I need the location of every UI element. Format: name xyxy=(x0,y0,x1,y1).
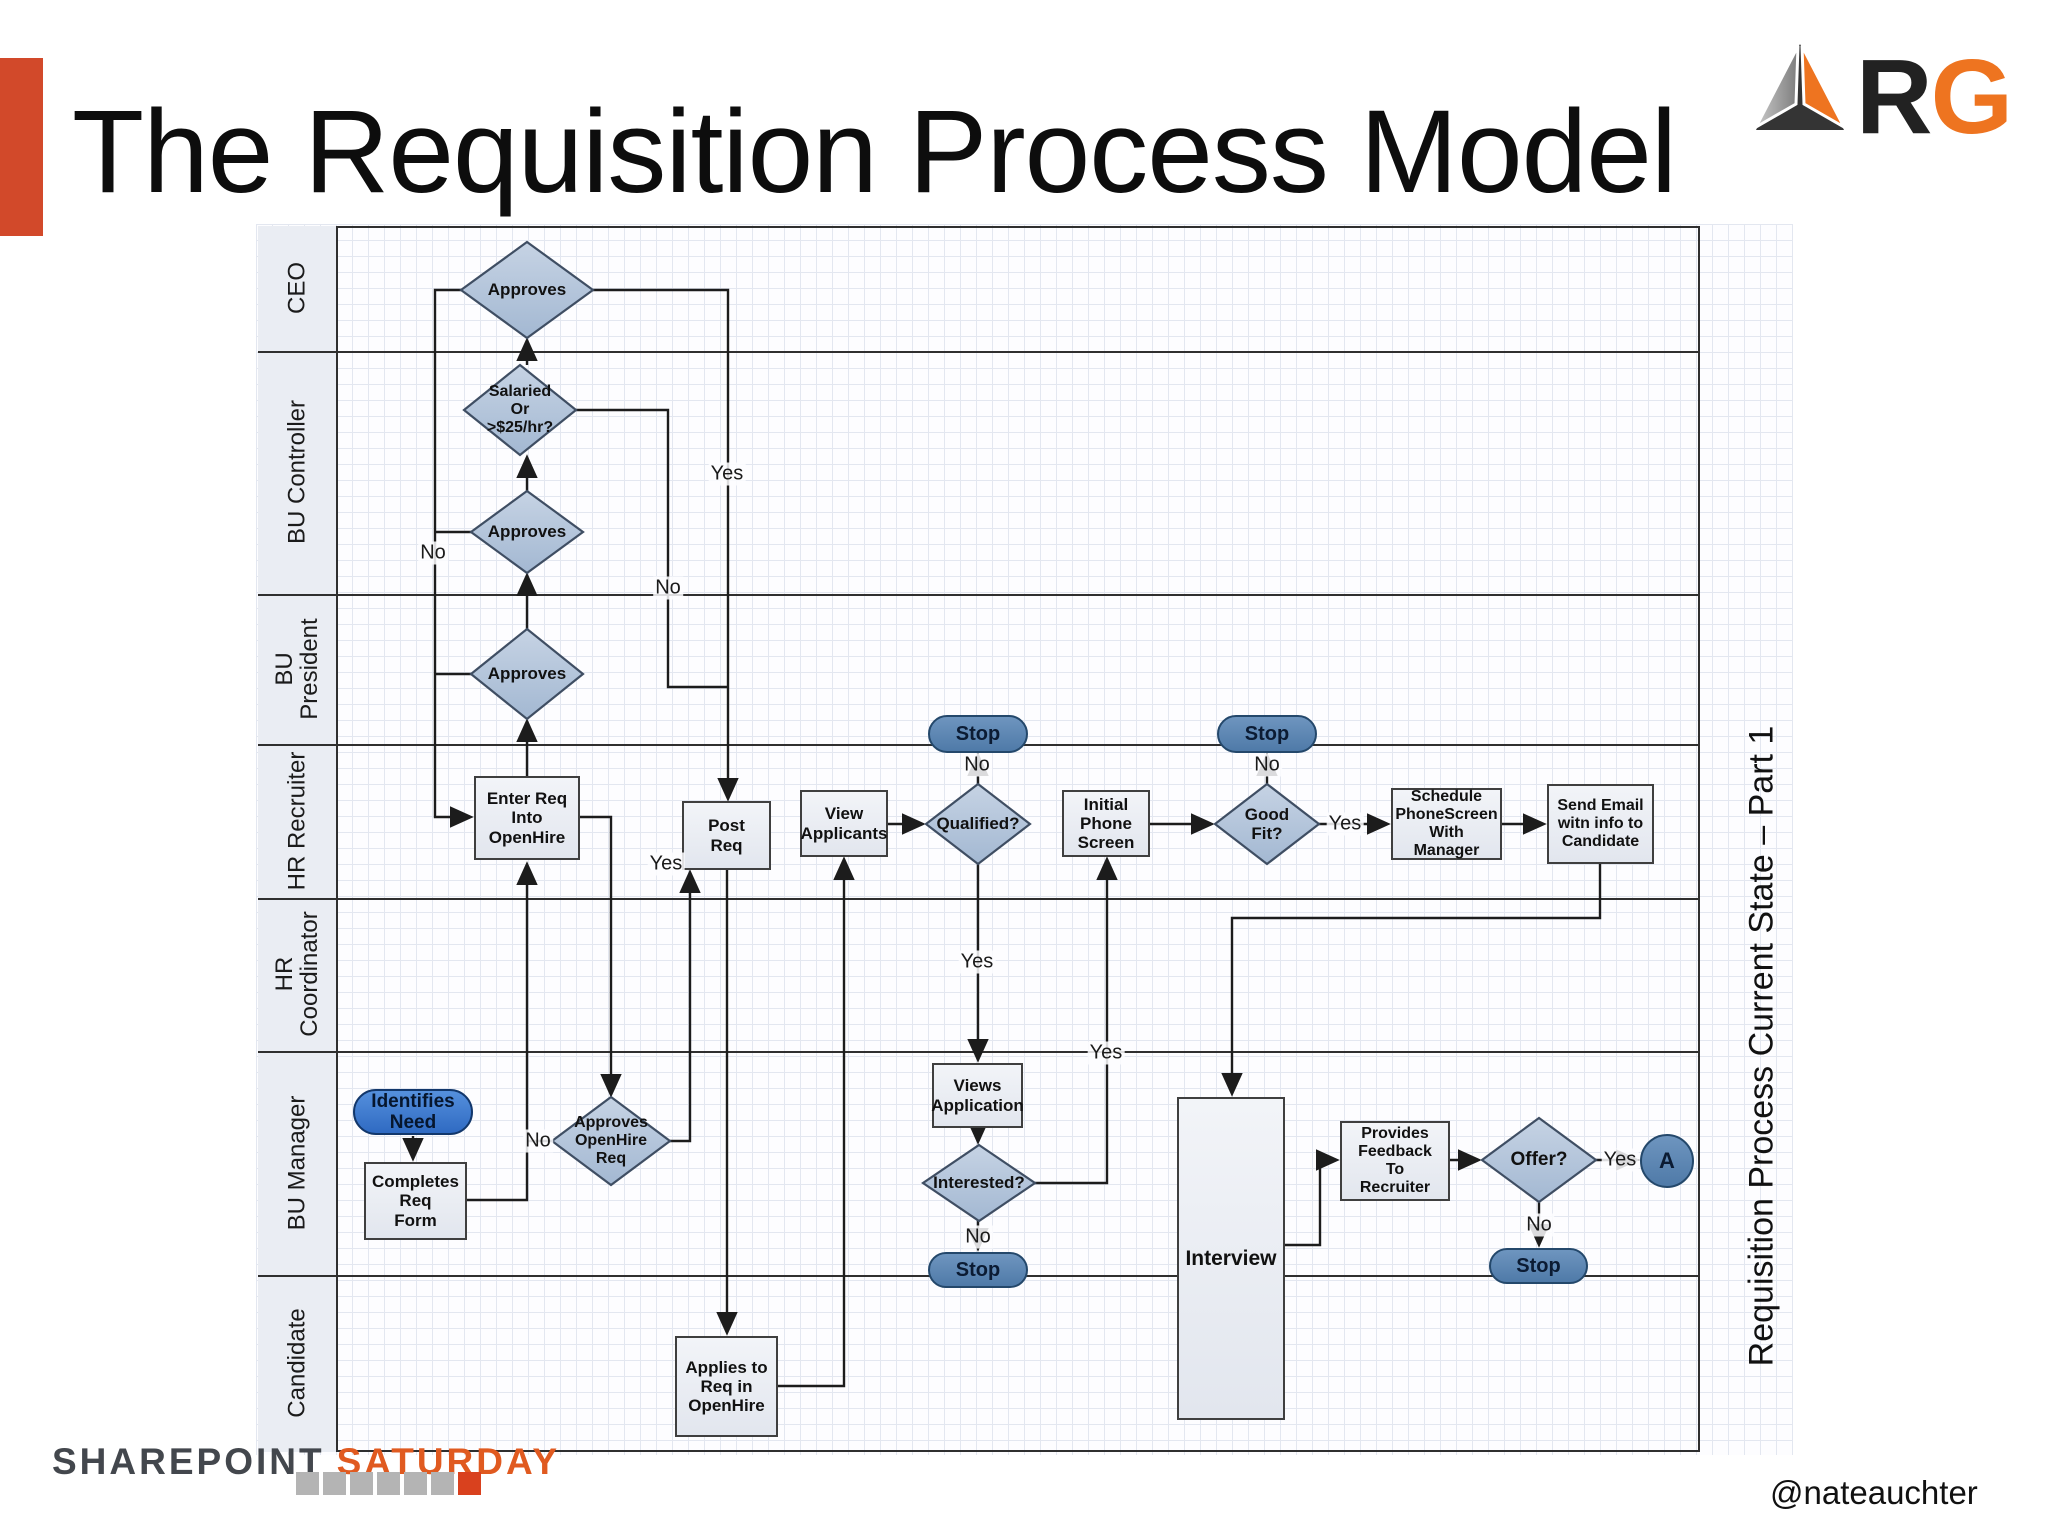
decision-good-fit: Good Fit? xyxy=(1244,804,1290,843)
logo-square-red xyxy=(458,1472,481,1495)
process-view-applicants: View Applicants xyxy=(800,790,888,857)
edge-label-salaried-no: No xyxy=(653,576,683,600)
decision-ceo-approves: Approves xyxy=(487,280,567,300)
logo-square xyxy=(431,1472,454,1495)
lane-divider xyxy=(258,1051,1700,1053)
page-title: The Requisition Process Model xyxy=(72,86,1677,218)
process-provides-feedback: Provides Feedback To Recruiter xyxy=(1340,1121,1450,1201)
process-schedule-phonescreen: Schedule PhoneScreen With Manager xyxy=(1391,788,1502,860)
process-applies-to-req: Applies to Req in OpenHire xyxy=(675,1336,778,1437)
lane-label-bu-president: BU President xyxy=(270,618,323,720)
logo-square xyxy=(323,1472,346,1495)
lane-label-candidate: Candidate xyxy=(283,1308,311,1418)
decision-salaried: Salaried Or >$25/hr? xyxy=(486,383,554,436)
arg-letter-r: R xyxy=(1856,38,1933,156)
process-initial-phone-screen: Initial Phone Screen xyxy=(1062,790,1150,857)
diagram-side-title: Requisition Process Current State – Part… xyxy=(1742,725,1781,1367)
connector-a: A xyxy=(1640,1134,1694,1188)
lane-divider xyxy=(258,594,1700,596)
decision-controller-approves: Approves xyxy=(487,522,567,542)
lane-label-hr-recruiter: HR Recruiter xyxy=(283,751,311,891)
edge-label-offer-yes: Yes xyxy=(1601,1148,1639,1172)
twitter-handle: @nateauchter xyxy=(1770,1474,1978,1511)
process-post-req: Post Req xyxy=(682,801,771,870)
stop-offer-no: Stop xyxy=(1489,1248,1588,1284)
edge-label-good-fit-no: No xyxy=(1252,753,1282,777)
lane-label-bu-manager: BU Manager xyxy=(283,1095,311,1231)
edge-label-ceo-yes: Yes xyxy=(708,462,746,486)
lane-divider xyxy=(258,898,1700,900)
lane-label-bu-controller: BU Controller xyxy=(283,399,311,545)
arg-letter-g: G xyxy=(1930,38,2013,156)
decision-qualified: Qualified? xyxy=(936,814,1020,834)
decision-openhire: Approves OpenHire Req xyxy=(574,1114,648,1167)
decision-interested: Interested? xyxy=(933,1173,1025,1193)
lane-header-column xyxy=(258,226,338,1452)
lane-label-hr-coordinator: HR Coordinator xyxy=(270,911,323,1037)
process-interview: Interview xyxy=(1177,1097,1285,1420)
start-identifies-need: Identifies Need xyxy=(353,1089,473,1135)
logo-square xyxy=(350,1472,373,1495)
decision-offer: Offer? xyxy=(1510,1149,1568,1171)
edge-label-openhire-no: No xyxy=(523,1129,553,1153)
arg-logo-text: RG xyxy=(1856,44,2013,150)
edge-label-openhire-yes: Yes xyxy=(647,852,685,876)
decision-president-approves: Approves xyxy=(487,664,567,684)
logo-square xyxy=(377,1472,400,1495)
stop-qualified-no: Stop xyxy=(928,715,1028,753)
stop-interested-no: Stop xyxy=(928,1252,1028,1288)
edge-label-offer-no: No xyxy=(1524,1213,1554,1237)
edge-label-good-fit-yes: Yes xyxy=(1326,812,1364,836)
process-enter-req: Enter Req Into OpenHire xyxy=(474,776,580,860)
edge-label-approvals-no: No xyxy=(418,541,448,565)
title-accent-bar xyxy=(0,58,43,236)
arg-logo: RG xyxy=(1748,42,2013,150)
logo-square xyxy=(296,1472,319,1495)
lane-label-ceo: CEO xyxy=(283,261,311,315)
logo-square xyxy=(404,1472,427,1495)
sharepoint-logo-word1: SHAREPOINT xyxy=(52,1441,325,1482)
sharepoint-logo-squares xyxy=(296,1472,485,1495)
arg-triangle-icon xyxy=(1752,44,1848,131)
edge-label-interested-no: No xyxy=(963,1225,993,1249)
process-completes-req-form: Completes Req Form xyxy=(364,1162,467,1240)
edge-label-qualified-no: No xyxy=(962,753,992,777)
stop-good-fit-no: Stop xyxy=(1217,715,1317,753)
process-views-application: Views Application xyxy=(931,1063,1024,1128)
edge-label-qualified-yes: Yes xyxy=(958,950,996,974)
edge-label-interested-yes: Yes xyxy=(1087,1041,1125,1065)
lane-divider xyxy=(258,351,1700,353)
process-send-email: Send Email witn info to Candidate xyxy=(1547,784,1654,864)
